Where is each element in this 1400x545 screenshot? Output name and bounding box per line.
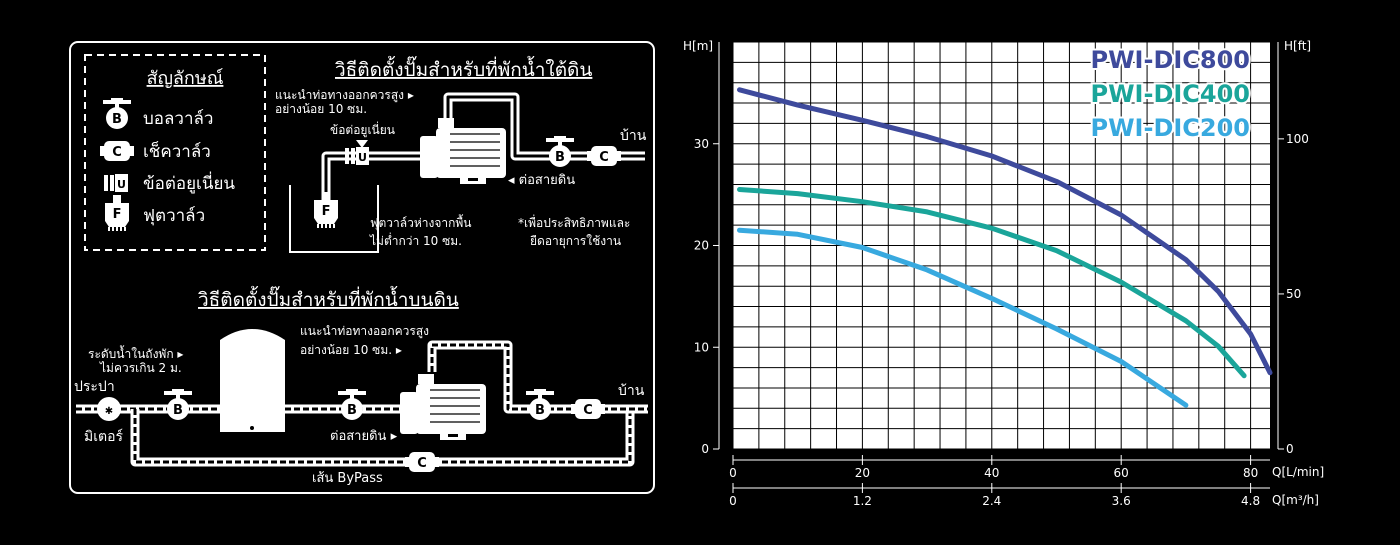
legend-ball-valve-label: บอลวาล์ว: [143, 109, 213, 129]
legend-dashed-box: [84, 54, 266, 251]
meter-label: มิเตอร์: [84, 428, 124, 445]
underground-title: วิธีติดตั้งปั๊มสำหรับที่พักน้ำใต้ดิน: [335, 56, 593, 81]
legend-check-valve-label: เช็ควาล์ว: [143, 140, 211, 162]
y-tick-label-right: 50: [1286, 287, 1301, 301]
installation-panel-frame: [69, 41, 655, 494]
tank-level-note-2: ไม่ควรเกิน 2 ม.: [99, 361, 182, 375]
aboveground-outlet-note-2: อย่างน้อย 10 ซม. ▸: [300, 343, 402, 357]
underground-union-icon: [345, 147, 369, 165]
x-tick-label-secondary: 0: [729, 494, 737, 508]
legend-entry-pwi-dic400: PWI-DIC400: [1090, 80, 1250, 108]
series-line-pwi-dic800: [737, 87, 1273, 376]
symbol-legend: สัญลักษณ์ บอลวาล์ว เช็ควาล์ว ข้อต่อยูเนี…: [84, 54, 266, 251]
tank-level-note-1: ระดับน้ำในถังพัก ▸: [88, 345, 183, 361]
x-tick-label-primary: 0: [729, 466, 737, 480]
x-tick-label-secondary: 3.6: [1112, 494, 1131, 508]
chart-grid: [732, 41, 1270, 450]
underground-house-label: บ้าน: [620, 128, 647, 144]
y-tick-label-left: 0: [701, 442, 709, 456]
tank-ball-valve-icon: [338, 389, 366, 420]
underground-union-label: ข้อต่อยูเนี่ยน: [330, 121, 395, 138]
y-tick-label-right: 100: [1286, 132, 1309, 146]
x-tick-label-secondary: 1.2: [853, 494, 872, 508]
x-tick-label-primary: 60: [1114, 466, 1129, 480]
efficiency-note-2: ยืดอายุการใช้งาน: [530, 234, 621, 249]
underground-outlet-note-1: แนะนำท่อทางออกควรสูง ▸: [275, 88, 414, 103]
y-tick-label-left: 20: [694, 239, 709, 253]
underground-pump-icon: [419, 117, 507, 185]
series-line-pwi-dic200: [737, 227, 1189, 408]
legend-entry-pwi-dic200: PWI-DIC200: [1090, 114, 1250, 142]
legend-entry-pwi-dic800: PWI-DIC800: [1090, 46, 1250, 74]
aboveground-outlet-note-1: แนะนำท่อทางออกควรสูง: [300, 324, 429, 339]
union-fitting-icon: [104, 174, 128, 192]
aboveground-pump-icon: [399, 373, 487, 441]
series-line-pwi-dic400: [737, 187, 1247, 379]
aboveground-ground-label: ต่อสายดิน ▸: [330, 429, 398, 444]
svg-text:✱: ✱: [105, 406, 113, 417]
pump-performance-chart: 0 10 20 30 0 50 100 0 20 40 60 80 0 1.2 2.4 3.6 4.8 PWI-…: [683, 39, 1324, 508]
chart-series: [737, 87, 1273, 408]
aboveground-ball-valve-icon: [526, 389, 554, 420]
union-pointer-icon: [356, 140, 368, 148]
storage-tank-icon: [220, 329, 285, 432]
efficiency-note-1: *เพื่อประสิทธิภาพและ: [518, 214, 630, 230]
underground-foot-valve-icon: [313, 191, 339, 229]
aboveground-title: วิธีติดตั้งปั๊มสำหรับที่พักน้ำบนดิน: [198, 286, 459, 311]
x-tick-label-primary: 80: [1243, 466, 1258, 480]
y-tick-label-left: 10: [694, 340, 709, 354]
underground-outlet-note-2: อย่างน้อย 10 ซม.: [275, 102, 367, 116]
chart-axes: 0 10 20 30 0 50 100 0 20 40 60 80 0 1.2 2.4 3.6 4.8: [694, 42, 1309, 508]
x-axis-label-primary: Q[L/min]: [1272, 465, 1324, 479]
underground-ground-label: ◂ ต่อสายดิน: [508, 173, 575, 188]
underground-installation: วิธีติดตั้งปั๊มสำหรับที่พักน้ำใต้ดิน แนะ…: [275, 56, 647, 253]
legend-foot-valve-label: ฟุตวาล์ว: [143, 206, 205, 226]
underground-ball-valve-icon: [546, 136, 574, 167]
underground-pit: [289, 185, 379, 253]
meter-ball-valve-icon: [164, 389, 192, 420]
check-valve-icon: [100, 141, 134, 161]
foot-valve-icon: [104, 194, 130, 232]
bypass-label: เส้น ByPass: [312, 471, 383, 486]
bypass-check-valve-icon: [405, 452, 439, 472]
x-tick-label-secondary: 2.4: [982, 494, 1001, 508]
underground-check-valve-icon: [587, 146, 621, 166]
y-axis-label-right: H[ft]: [1284, 39, 1311, 53]
legend-union-label: ข้อต่อยูเนี่ยน: [143, 171, 235, 194]
aboveground-check-valve-icon: [571, 399, 605, 419]
water-supply-label: ประปา: [74, 379, 115, 395]
y-axis-label-left: H[m]: [683, 39, 713, 53]
x-axis-label-secondary: Q[m³/h]: [1272, 493, 1319, 507]
x-tick-label-secondary: 4.8: [1241, 494, 1260, 508]
aboveground-house-label: บ้าน: [618, 383, 645, 399]
footvalve-note-1: ฟุตวาล์วห่างจากพื้น: [370, 214, 472, 231]
y-tick-label-right: 0: [1286, 442, 1294, 456]
legend-title: สัญลักษณ์: [147, 68, 224, 89]
aboveground-installation: วิธีติดตั้งปั๊มสำหรับที่พักน้ำบนดิน ระดั…: [74, 286, 648, 486]
y-tick-label-left: 30: [694, 137, 709, 151]
x-tick-label-primary: 20: [855, 466, 870, 480]
water-meter-icon: [97, 397, 121, 421]
footvalve-note-2: ไม่ต่ำกว่า 10 ซม.: [369, 232, 462, 248]
x-tick-label-primary: 40: [984, 466, 999, 480]
ball-valve-icon: [103, 98, 131, 129]
